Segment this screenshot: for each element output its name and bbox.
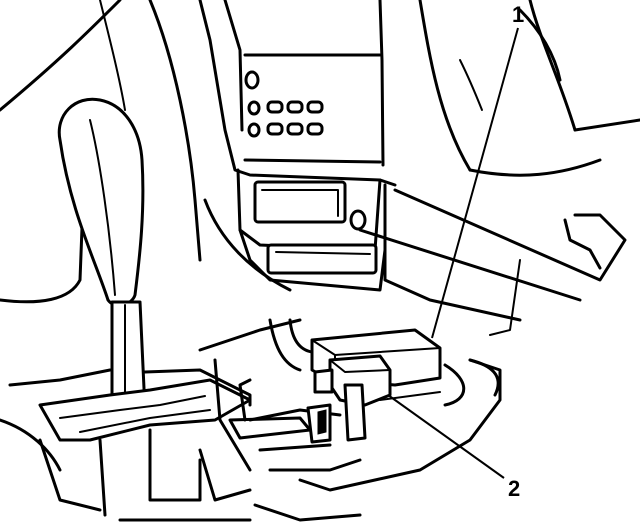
radio-controls [244, 70, 324, 138]
floor-console [118, 318, 502, 522]
gear-shift-lever [57, 97, 147, 412]
shift-console [0, 368, 252, 517]
callout-1-leader [431, 27, 519, 339]
callout-1-label: 1 [512, 2, 524, 27]
center-stack [203, 168, 627, 336]
left-trim-panel [0, 0, 202, 304]
callout-2-label: 2 [508, 476, 520, 501]
callout-2-leader [387, 394, 505, 479]
module-2-connector [228, 354, 392, 444]
dashboard [198, 0, 640, 187]
